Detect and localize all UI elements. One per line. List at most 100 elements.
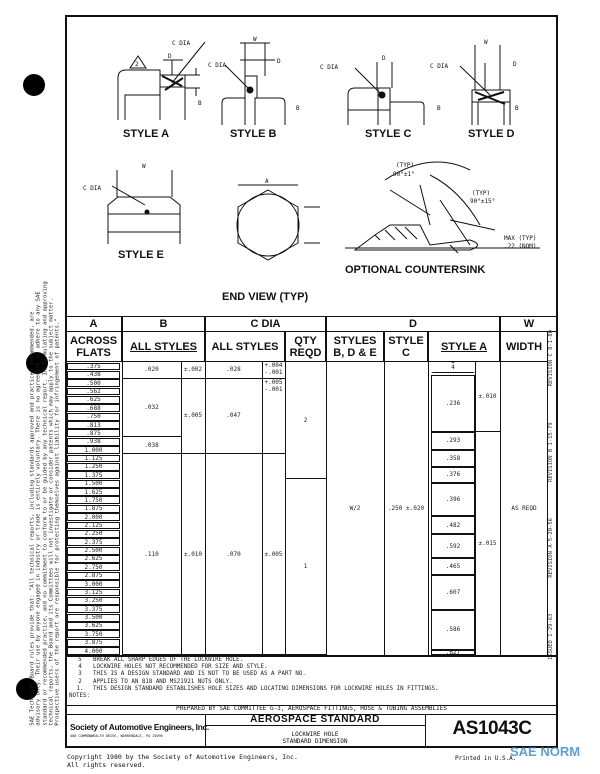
- c-dia-label: C DIA: [83, 185, 101, 192]
- header-c-dia: C DIA: [205, 316, 326, 332]
- copyright-line: Copyright 1980 by the Society of Automot…: [67, 753, 298, 761]
- c-dia-tolerance: ±.005: [262, 454, 285, 655]
- d-styles-bde-value: W/2: [349, 505, 361, 512]
- d-style-a-tolerance: ±.010: [475, 362, 500, 433]
- b-label: B: [198, 100, 202, 107]
- b-label: B: [296, 105, 300, 112]
- column-divider: [181, 362, 182, 655]
- c-dia-label: C DIA: [320, 64, 338, 71]
- c-dia-label: C DIA: [172, 40, 190, 47]
- d-label: D: [382, 55, 386, 62]
- punch-hole: [16, 678, 38, 700]
- d-label: D: [513, 61, 517, 68]
- across-flats-value: .500: [67, 379, 120, 388]
- note-number: 3: [78, 671, 82, 678]
- width-value: AS REQD: [511, 505, 537, 512]
- column-divider: [500, 362, 501, 655]
- header-a: A: [65, 316, 122, 332]
- across-flats-value: .875: [67, 429, 120, 438]
- across-flats-value: 2.750: [67, 563, 120, 572]
- angle-label: 90°±1°: [393, 171, 415, 178]
- across-flats-value: 3.125: [67, 588, 120, 597]
- d-style-a-value: .236: [431, 375, 475, 433]
- d-style-c-value: .250 ±.020: [387, 505, 425, 512]
- qty-value: 2: [285, 362, 326, 480]
- column-divider: [65, 362, 66, 655]
- across-flats-value: 2.125: [67, 521, 120, 530]
- header-b-all-styles: ALL STYLES: [122, 331, 205, 362]
- end-view-drawing: A: [236, 178, 320, 261]
- across-flats-value: 1.000: [67, 446, 120, 455]
- across-flats-value: 2.500: [67, 546, 120, 555]
- notes-section: 5 BREAK ALL SHARP EDGES OF THE LOCKWIRE H…: [67, 655, 556, 706]
- style-d-drawing: C DIA W D B: [430, 39, 519, 125]
- across-flats-value: 3.375: [67, 605, 120, 614]
- note-number: 4: [78, 664, 82, 671]
- b-value: .038: [122, 437, 181, 455]
- style-b-drawing: C DIA W D B: [208, 36, 300, 125]
- style-c-label: STYLE C: [365, 128, 412, 140]
- qty-value: 1: [285, 479, 326, 655]
- punch-hole: [23, 74, 45, 96]
- b-tolerance: ±.005: [181, 379, 205, 455]
- across-flats-value: 2.875: [67, 571, 120, 580]
- org-name: Society of Automotive Engineers, Inc.: [70, 722, 209, 732]
- revision-entry: REVISION C 8-1-80: [548, 330, 554, 387]
- c-dia-label: C DIA: [430, 63, 448, 70]
- b-value: .020: [122, 362, 181, 379]
- end-view-label: END VIEW (TYP): [222, 291, 309, 303]
- copyright: Copyright 1980 by the Society of Automot…: [67, 753, 298, 769]
- across-flats-value: 1.125: [67, 454, 120, 463]
- column-divider: [428, 362, 429, 655]
- note-text: THIS IS A DESIGN STANDARD AND IS NOT TO …: [93, 671, 306, 678]
- document-title-line: STANDARD DIMENSION: [282, 738, 348, 745]
- notes-label: NOTES:: [69, 693, 90, 700]
- b-value: .110: [122, 454, 181, 655]
- d-style-a-value: .607: [431, 575, 475, 610]
- across-flats-value: 1.875: [67, 504, 120, 513]
- note-flag: 2: [135, 61, 139, 68]
- style-d-label: STYLE D: [468, 128, 515, 140]
- across-flats-value: 4.000: [67, 647, 120, 655]
- d-style-a-value: .396: [431, 482, 475, 516]
- typ-label: (TYP): [472, 190, 490, 197]
- b-tolerance: ±.002: [181, 362, 205, 379]
- across-flats-value: .938: [67, 437, 120, 446]
- c-dia-label: C DIA: [208, 62, 226, 69]
- b-value: .032: [122, 379, 181, 438]
- across-flats-value: 1.250: [67, 462, 120, 471]
- header-b: B: [122, 316, 205, 332]
- across-flats-value: .750: [67, 412, 120, 421]
- column-divider: [326, 362, 327, 655]
- d-style-a-value: .376: [431, 466, 475, 483]
- across-flats-value: 2.000: [67, 513, 120, 522]
- d-style-a-value: .293: [431, 432, 475, 450]
- column-divider: [384, 362, 385, 655]
- across-flats-value: 1.625: [67, 488, 120, 496]
- org-address: 400 COMMONWEALTH DRIVE, WARRENDALE, PA 1…: [70, 734, 163, 738]
- b-label: B: [437, 105, 441, 112]
- d-style-a-value: .592: [431, 534, 475, 559]
- d-label: D: [277, 58, 281, 65]
- a-label: A: [265, 178, 269, 185]
- style-e-label: STYLE E: [118, 249, 164, 261]
- punch-hole: [26, 352, 48, 374]
- c-dia-value: .070: [205, 454, 262, 655]
- document-category: AEROSPACE STANDARD: [205, 714, 425, 726]
- c-dia-value: .028: [205, 362, 262, 379]
- d-label: D: [168, 53, 172, 60]
- across-flats-value: .625: [67, 395, 120, 404]
- column-divider: [285, 362, 286, 655]
- note-number: 5: [78, 657, 82, 663]
- countersink-label: OPTIONAL COUNTERSINK: [345, 264, 486, 276]
- d-style-a-value: .586: [431, 609, 475, 650]
- typ-label: (TYP): [396, 162, 414, 169]
- note-number: 1.: [76, 685, 84, 692]
- column-divider: [122, 362, 123, 655]
- revision-entry: REVISION A 5-20-56: [548, 518, 554, 578]
- printed-in: Printed in U.S.A.: [455, 755, 517, 762]
- note-text: BREAK ALL SHARP EDGES OF THE LOCKWIRE HO…: [93, 657, 244, 663]
- b-tolerance: ±.010: [181, 454, 205, 655]
- org-block: Society of Automotive Engineers, Inc. 40…: [67, 714, 209, 747]
- across-flats-value: 1.500: [67, 479, 120, 488]
